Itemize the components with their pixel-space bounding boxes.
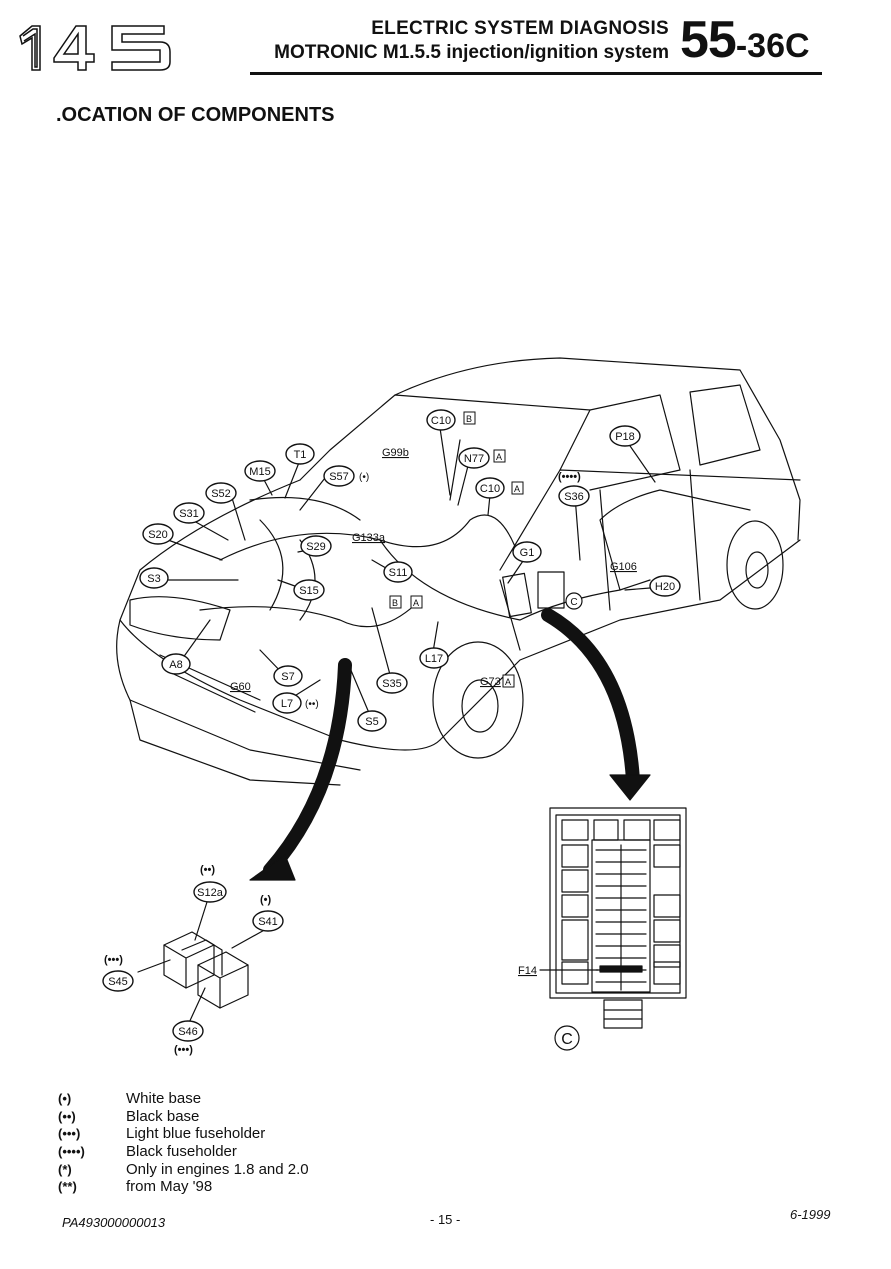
label-a8: A8	[169, 659, 182, 671]
label-t1: T1	[294, 449, 307, 461]
label-l7: L7	[281, 698, 293, 710]
fuse-box-detail	[549, 807, 687, 999]
page-number: - 15 -	[430, 1212, 461, 1227]
label-g60: G60	[230, 681, 251, 693]
legend-text: Only in engines 1.8 and 2.0	[126, 1160, 309, 1178]
legend-row: (••••) Black fuseholder	[58, 1143, 309, 1161]
legend-row: (•) White base	[58, 1090, 309, 1108]
car-side	[439, 539, 801, 741]
box-b-s11: B	[392, 598, 398, 608]
legend-key: (••)	[58, 1108, 76, 1124]
label-p18: P18	[615, 431, 635, 443]
car-front-bumper	[116, 619, 361, 771]
rear-wheel	[726, 520, 784, 610]
legend-key: (•••)	[58, 1126, 81, 1142]
publication-date: 6-1999	[790, 1207, 831, 1222]
mark-s41: (•)	[260, 894, 272, 906]
legend-text: Black fuseholder	[126, 1143, 237, 1161]
circle-c-car: C	[570, 597, 577, 608]
section-sub: -36C	[735, 27, 810, 65]
document-code: PA493000000013	[62, 1215, 166, 1230]
label-s7: S7	[281, 671, 294, 683]
label-h20: H20	[655, 581, 675, 593]
legend-row: (*) Only in engines 1.8 and 2.0	[58, 1160, 309, 1178]
label-s41: S41	[258, 916, 278, 928]
label-s57: S57	[329, 471, 349, 483]
car-roof	[394, 357, 801, 541]
label-s11: S11	[389, 567, 408, 579]
label-s5: S5	[365, 716, 378, 728]
label-c10: C10	[480, 483, 500, 495]
legend-text: White base	[126, 1090, 202, 1108]
label-s45: S45	[108, 976, 128, 988]
header-line-2: MOTRONIC M1.5.5 injection/ignition syste…	[274, 42, 669, 63]
legend-text: from May '98	[126, 1178, 213, 1196]
mark-s46: (•••)	[174, 1044, 193, 1056]
box-a-n77: A	[496, 452, 502, 462]
box-b-c10: B	[466, 414, 472, 424]
mark-s57: (•)	[359, 472, 369, 483]
legend-row: (•••) Light blue fuseholder	[58, 1125, 309, 1143]
page-title: .OCATION OF COMPONENTS	[56, 104, 335, 126]
label-g1: G1	[520, 547, 535, 559]
legend-key: (•)	[58, 1091, 72, 1107]
label-s15: S15	[299, 585, 319, 597]
mark-s36: (••••)	[558, 471, 581, 483]
label-g99b: G99b	[382, 447, 409, 459]
header-line-1: ELECTRIC SYSTEM DIAGNOSIS	[371, 18, 669, 39]
legend-text: Light blue fuseholder	[126, 1125, 266, 1143]
arrow-to-fusebox	[541, 608, 640, 787]
relay-bases	[163, 931, 249, 1009]
label-s12a: S12a	[197, 887, 224, 899]
label-l17: L17	[425, 653, 443, 665]
box-a-s11: A	[413, 598, 419, 608]
label-s46: S46	[178, 1026, 198, 1038]
mark-s45: (•••)	[104, 954, 123, 966]
label-s31: S31	[179, 508, 199, 520]
section-number: 55-36C	[680, 10, 810, 76]
label-s35: S35	[382, 678, 402, 690]
car-side-window-2	[689, 384, 761, 466]
mark-l7: (••)	[305, 699, 319, 710]
label-s3: S3	[147, 573, 160, 585]
box-a-g73: A	[505, 677, 511, 687]
car-side-window-1	[589, 394, 681, 491]
label-s36: S36	[564, 491, 584, 503]
label-g73: G73	[480, 676, 501, 688]
label-g106: G106	[610, 561, 637, 573]
header-rule	[250, 72, 822, 75]
label-s20: S20	[148, 529, 168, 541]
box-a-c10: A	[514, 484, 520, 494]
label-f14: F14	[518, 965, 537, 977]
arrow-to-relays	[263, 658, 352, 877]
label-c10-top: C10	[431, 415, 451, 427]
mark-s12a: (••)	[200, 864, 215, 876]
legend-key: (**)	[58, 1179, 77, 1195]
label-n77: N77	[464, 453, 484, 465]
label-g133a: G133a	[352, 532, 386, 544]
label-s52: S52	[211, 488, 231, 500]
legend-row: (**) from May '98	[58, 1178, 309, 1196]
label-m15: M15	[249, 466, 270, 478]
model-145-logo	[19, 25, 171, 71]
legend: (•) White base (••) Black base (•••) Light …	[58, 1090, 309, 1196]
legend-text: Black base	[126, 1107, 200, 1125]
section-main: 55	[680, 11, 737, 69]
circle-c-detail: C	[561, 1031, 573, 1048]
legend-key: (*)	[58, 1161, 72, 1177]
car-hood	[119, 479, 441, 751]
label-s29: S29	[306, 541, 326, 553]
legend-row: (••) Black base	[58, 1108, 309, 1126]
front-wheel	[432, 641, 524, 759]
legend-key: (••••)	[58, 1144, 85, 1160]
